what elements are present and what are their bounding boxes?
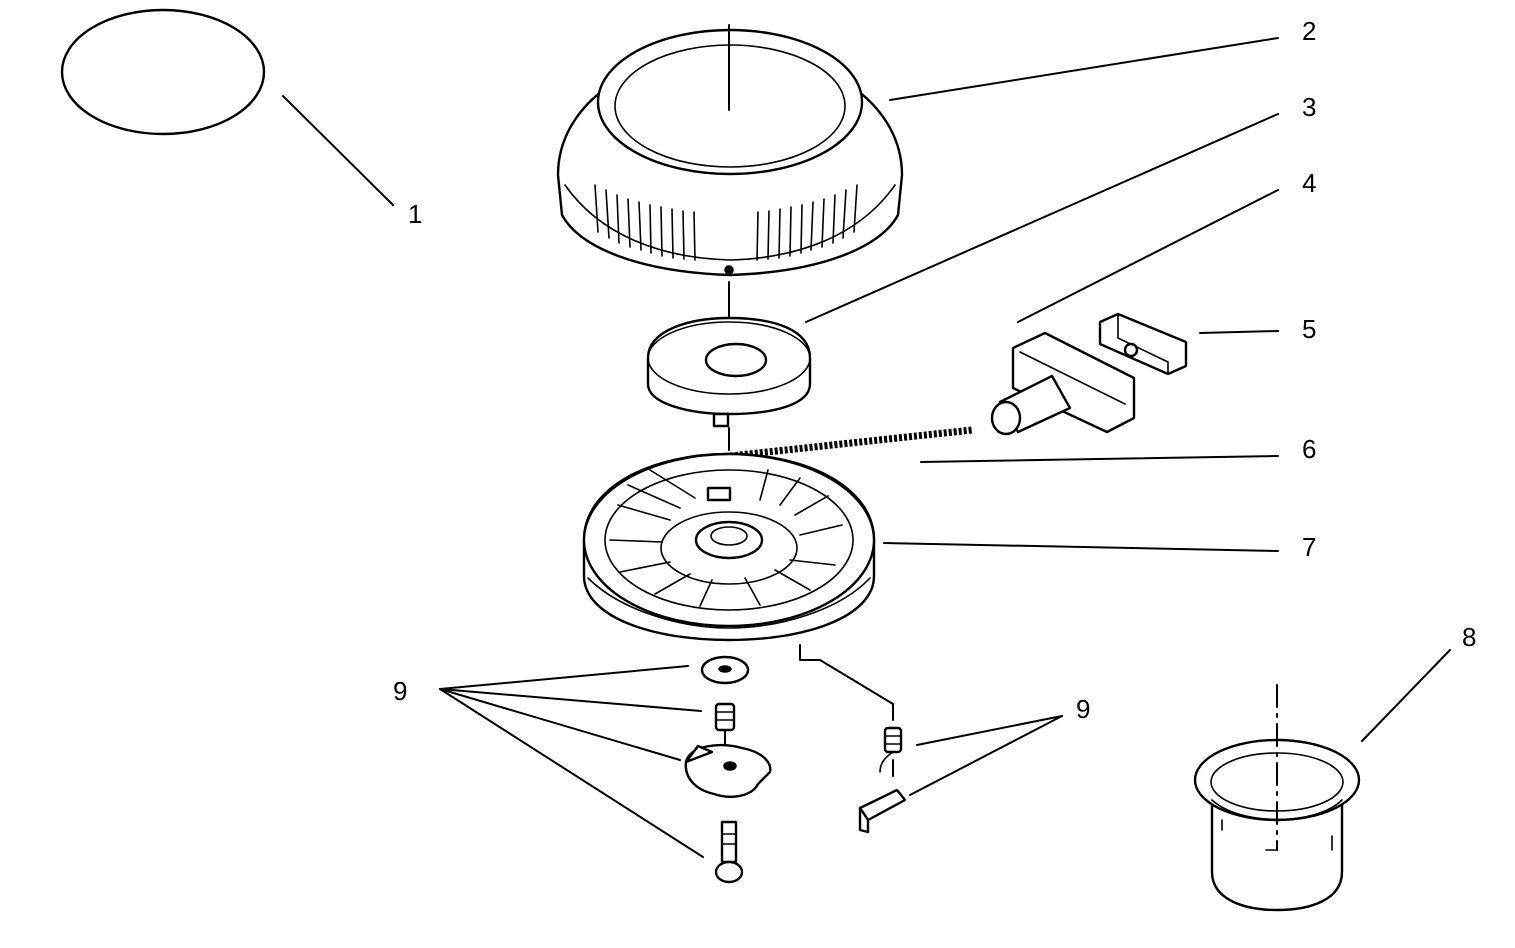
callout-3: 3: [1302, 92, 1316, 122]
part-1-seal-ring: [60, 8, 266, 136]
part-9-screw-left: [714, 820, 744, 884]
callout-5: 5: [1302, 314, 1316, 344]
leader-6: [920, 455, 1279, 463]
leaders-9-left: [439, 665, 704, 858]
callout-7: 7: [1302, 532, 1316, 562]
part-9-pawl-left: [684, 743, 772, 798]
part-9-washer: [700, 655, 750, 685]
part-9-pawl-right: [858, 788, 907, 834]
part-4-starter-handle: [990, 331, 1136, 436]
callout-4: 4: [1302, 168, 1316, 198]
leader-5: [1199, 330, 1279, 334]
part-7-rope-pulley: [582, 452, 876, 642]
callout-9-left: 9: [393, 676, 407, 706]
part-5-handle-insert: [1098, 312, 1188, 376]
housing-vents: [594, 184, 858, 261]
part-3-ratchet-plate: [646, 316, 812, 428]
part-6-starter-rope: [729, 426, 973, 460]
pulley-fins: [609, 469, 843, 607]
leader-2: [889, 37, 1279, 101]
part-9-spring-right: [879, 726, 903, 773]
callout-1: 1: [408, 199, 422, 229]
leader-7: [883, 542, 1279, 552]
leader-3: [805, 113, 1279, 323]
callout-2: 2: [1302, 16, 1316, 46]
callout-8: 8: [1462, 622, 1476, 652]
leaders-9-right: [909, 715, 1063, 796]
cup-inner-drop: [1265, 841, 1278, 851]
callout-6: 6: [1302, 434, 1316, 464]
leader-1: [282, 95, 394, 206]
axis-line-right-pawl: [799, 644, 894, 721]
leader-4: [1017, 189, 1279, 323]
leader-8: [1361, 649, 1451, 742]
callout-9-right: 9: [1076, 694, 1090, 724]
part-9-spring-left: [714, 702, 736, 732]
